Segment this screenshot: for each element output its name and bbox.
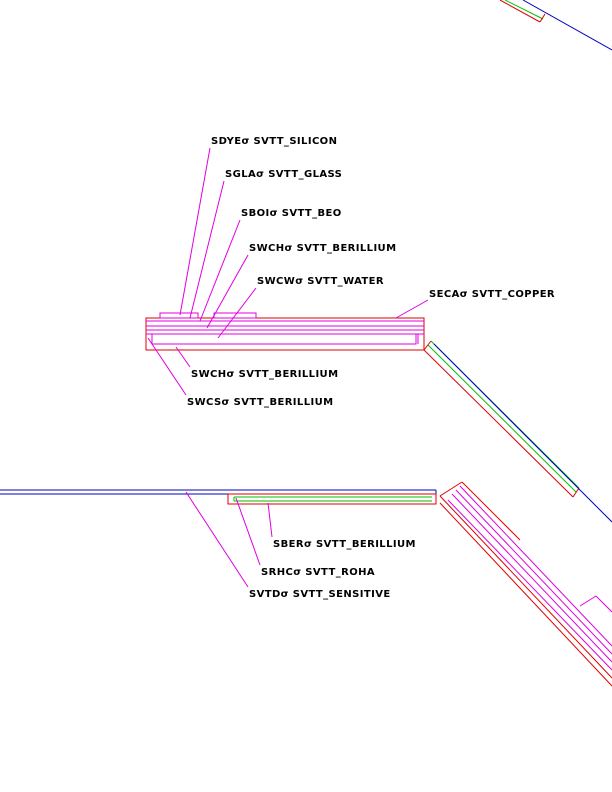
top-right-red-cap <box>539 13 546 23</box>
top-right-blue-edge <box>522 0 612 51</box>
lower-diagonal-magenta-3 <box>459 485 612 647</box>
lower-diagonal-chip-2 <box>595 595 612 613</box>
upper-diagonal-cap-bottom <box>572 487 580 498</box>
seca-leader <box>395 299 429 319</box>
sdye-leader <box>179 147 211 316</box>
srhc-leader <box>235 497 261 566</box>
label-sdye: SDYEσ SVTT_SILICON <box>211 136 337 147</box>
svtd-leader <box>185 491 249 588</box>
sdye-chip <box>159 312 199 319</box>
upper-diagonal-cap-top <box>423 340 432 351</box>
upper-diagonal-blue <box>433 343 612 523</box>
sber-leader <box>267 502 273 538</box>
label-svtd: SVTDσ SVTT_SENSITIVE <box>249 589 391 600</box>
labels: SDYEσ SVTT_SILICON SGLAσ SVTT_GLASS SBOI… <box>187 136 555 600</box>
top-right-green-edge <box>504 0 544 20</box>
lower-diagonal-magenta-2 <box>455 489 612 655</box>
lower-diagonal-ladder <box>439 481 612 687</box>
label-swcw: SWCWσ SVTT_WATER <box>257 276 384 287</box>
swcw-leader <box>217 287 257 339</box>
sgla-leader <box>189 180 225 319</box>
upper-diagonal-ladder <box>423 340 612 523</box>
upper-ladder-inner-box <box>151 333 417 345</box>
swch-top-leader <box>206 254 249 329</box>
label-seca: SECAσ SVTT_COPPER <box>429 289 555 300</box>
upper-ladder-section <box>145 312 425 351</box>
lower-diagonal-magenta-1 <box>451 493 612 663</box>
lower-diagonal-red-outer <box>439 495 612 679</box>
lower-diagonal-magenta-4 <box>447 499 612 671</box>
leader-lines <box>147 147 429 588</box>
lower-red-box <box>227 493 437 505</box>
swch-bottom-leader <box>175 346 191 368</box>
lower-diagonal-red-top <box>461 481 521 541</box>
label-swch-bottom: SWCHσ SVTT_BERILLIUM <box>191 369 338 380</box>
swcs-leader <box>147 337 187 396</box>
lower-diagonal-cap-red <box>439 481 463 497</box>
label-swcs: SWCSσ SVTT_BERILLIUM <box>187 397 333 408</box>
label-sgla: SGLAσ SVTT_GLASS <box>225 169 342 180</box>
label-sber: SBERσ SVTT_BERILLIUM <box>273 539 416 550</box>
label-swch-top: SWCHσ SVTT_BERILLIUM <box>249 243 396 254</box>
sboi-leader <box>199 219 241 322</box>
label-sboi: SBOIσ SVTT_BEO <box>241 208 342 219</box>
lower-ladder-section <box>0 489 437 505</box>
label-srhc: SRHCσ SVTT_ROHA <box>261 567 375 578</box>
upper-diagonal-red <box>423 349 574 498</box>
lower-diagonal-red-inner <box>439 502 612 687</box>
lower-diagonal-chip <box>579 595 597 607</box>
top-right-ladder-fragment <box>499 0 612 51</box>
upper-diagonal-green-a <box>427 344 577 493</box>
top-right-red-edge <box>499 0 541 23</box>
